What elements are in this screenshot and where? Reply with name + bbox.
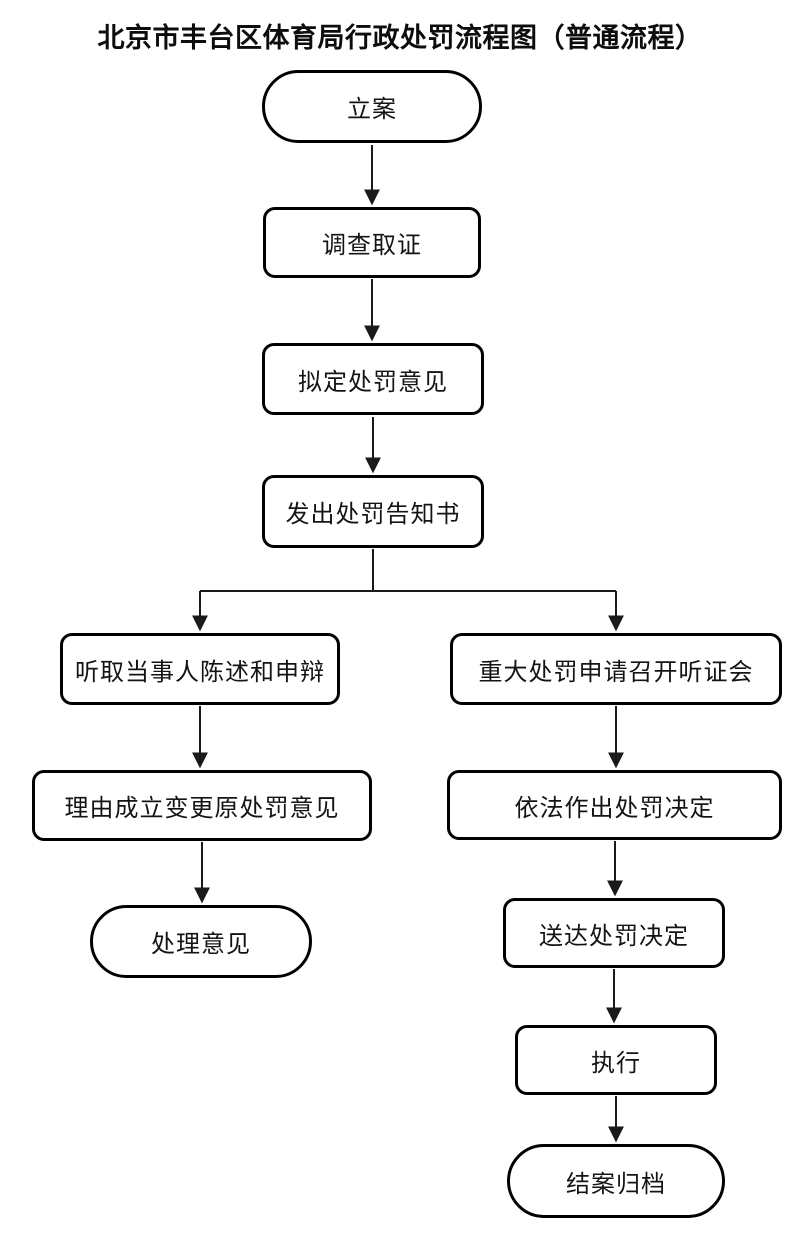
- node-draft-opinion: 拟定处罚意见: [262, 343, 484, 415]
- node-case-filing-label: 立案: [347, 97, 397, 123]
- node-serve-decision: 送达处罚决定: [503, 898, 725, 968]
- node-case-filing: 立案: [262, 70, 482, 143]
- node-investigation: 调查取证: [263, 207, 481, 278]
- node-execute-label: 执行: [591, 1050, 641, 1077]
- node-change-opinion: 理由成立变更原处罚意见: [32, 770, 372, 841]
- node-change-opinion-label: 理由成立变更原处罚意见: [64, 796, 340, 822]
- node-close-archive-label: 结案归档: [566, 1171, 666, 1198]
- node-hear-statement: 听取当事人陈述和申辩: [60, 633, 340, 705]
- node-issue-notice-label: 发出处罚告知书: [285, 502, 461, 528]
- node-close-archive: 结案归档: [507, 1144, 725, 1218]
- node-investigation-label: 调查取证: [322, 233, 422, 259]
- node-hear-statement-label: 听取当事人陈述和申辩: [75, 659, 325, 686]
- node-execute: 执行: [515, 1025, 717, 1095]
- node-serve-decision-label: 送达处罚决定: [539, 923, 689, 950]
- node-hearing-label: 重大处罚申请召开听证会: [478, 659, 754, 686]
- node-handling-opinion: 处理意见: [90, 905, 312, 978]
- node-handling-opinion-label: 处理意见: [151, 932, 251, 958]
- node-decision: 依法作出处罚决定: [447, 770, 782, 840]
- node-issue-notice: 发出处罚告知书: [262, 475, 484, 548]
- node-hearing: 重大处罚申请召开听证会: [450, 633, 782, 705]
- page-title: 北京市丰台区体育局行政处罚流程图（普通流程）: [97, 23, 703, 54]
- node-decision-label: 依法作出处罚决定: [514, 795, 715, 822]
- node-draft-opinion-label: 拟定处罚意见: [298, 369, 448, 396]
